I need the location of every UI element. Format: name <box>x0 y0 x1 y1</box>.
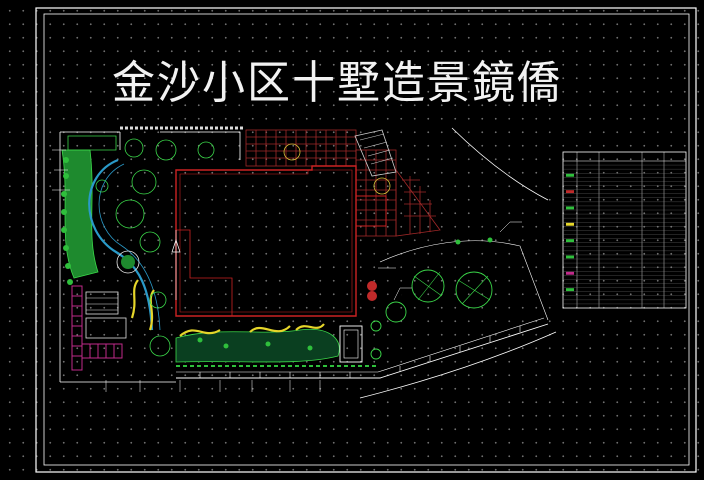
legend-symbol-swatch <box>566 222 574 226</box>
sunken-pool-inner <box>343 329 359 359</box>
west-garden-boundary <box>59 131 241 383</box>
paving-circle-feature <box>283 143 301 161</box>
road-curve-lower <box>359 331 557 399</box>
stream-bank <box>98 163 161 331</box>
accent-shrub <box>367 291 377 301</box>
tree-symbols-north <box>95 138 215 357</box>
deck-platform <box>85 291 119 315</box>
legend-symbol-swatch <box>566 271 574 275</box>
building-footprint-inner <box>179 169 353 313</box>
inner-sheet-frame <box>43 13 690 466</box>
building-footprint <box>175 165 357 317</box>
plant-legend-table <box>562 151 687 309</box>
wall-piers <box>199 326 521 378</box>
legend-table-rows <box>563 164 686 305</box>
accent-shrub <box>367 281 377 291</box>
west-planting-bed <box>61 149 99 279</box>
entry-steps <box>354 129 397 177</box>
yellow-shrub-line <box>179 323 325 337</box>
round-planter <box>116 250 140 274</box>
shrub-dots <box>61 157 493 351</box>
west-hedge-band <box>67 135 117 151</box>
paving-circle-feature <box>373 177 391 195</box>
tree-branch-marks <box>413 271 491 305</box>
terrace-steps <box>85 317 127 339</box>
stream-channel <box>88 158 154 331</box>
road-curve-upper <box>451 127 549 201</box>
building-annex <box>176 229 233 316</box>
legend-symbol-swatch <box>566 288 574 292</box>
east-lawn-edge <box>379 240 549 321</box>
round-planter-inner <box>121 255 135 269</box>
south-boundary-wall <box>176 317 545 373</box>
sunken-pool <box>339 325 363 363</box>
yellow-shrub-line <box>130 279 155 331</box>
legend-header-row <box>563 152 686 161</box>
outer-sheet-frame <box>35 7 697 473</box>
east-tree-group <box>370 269 493 360</box>
building-wing <box>355 195 387 227</box>
leader-lines <box>52 149 522 392</box>
paving-grid-plaza <box>245 129 441 237</box>
plant-legend <box>563 152 686 308</box>
south-pond <box>175 328 340 363</box>
south-boundary-wall <box>176 323 549 379</box>
entry-steps <box>359 133 394 165</box>
legend-symbol-swatch <box>566 255 574 259</box>
legend-symbol-swatch <box>566 190 574 194</box>
drawing-title: 金沙小区十墅造景鏡僑 <box>112 57 562 110</box>
legend-symbol-swatch <box>566 239 574 243</box>
legend-symbol-swatch <box>566 206 574 210</box>
deck-platform-slats <box>86 297 118 311</box>
legend-symbol-swatch <box>566 173 574 177</box>
pergola-structure <box>71 285 123 371</box>
